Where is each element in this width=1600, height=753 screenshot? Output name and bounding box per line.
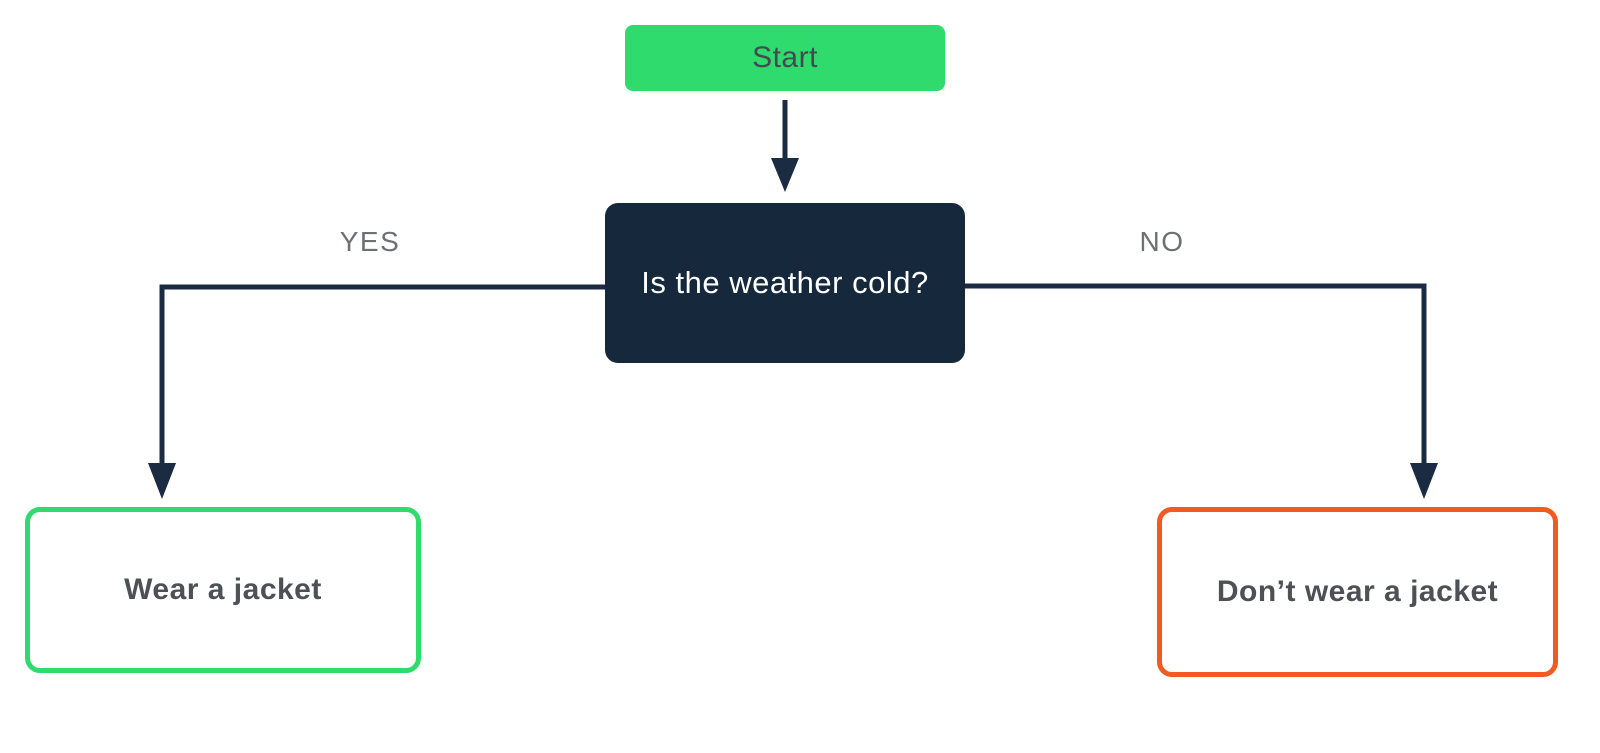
edge-start-to-decision bbox=[771, 100, 799, 192]
arrowhead-decision-to-yes bbox=[148, 463, 176, 499]
node-start: Start bbox=[625, 25, 945, 91]
arrowhead-start-to-decision bbox=[771, 158, 799, 192]
node-decision: Is the weather cold? bbox=[605, 203, 965, 363]
node-wear-a-jacket: Wear a jacket bbox=[25, 507, 421, 673]
edge-line-decision-to-no bbox=[965, 283, 1427, 464]
edge-label-no: NO bbox=[1139, 226, 1185, 257]
node-dont-wear-a-jacket: Don’t wear a jacket bbox=[1157, 507, 1558, 677]
arrowhead-decision-to-no bbox=[1410, 463, 1438, 499]
edge-decision-to-no bbox=[965, 283, 1438, 499]
edge-label-yes: YES bbox=[339, 226, 401, 257]
edge-line-decision-to-yes bbox=[159, 284, 605, 464]
edge-decision-to-yes bbox=[148, 284, 605, 499]
